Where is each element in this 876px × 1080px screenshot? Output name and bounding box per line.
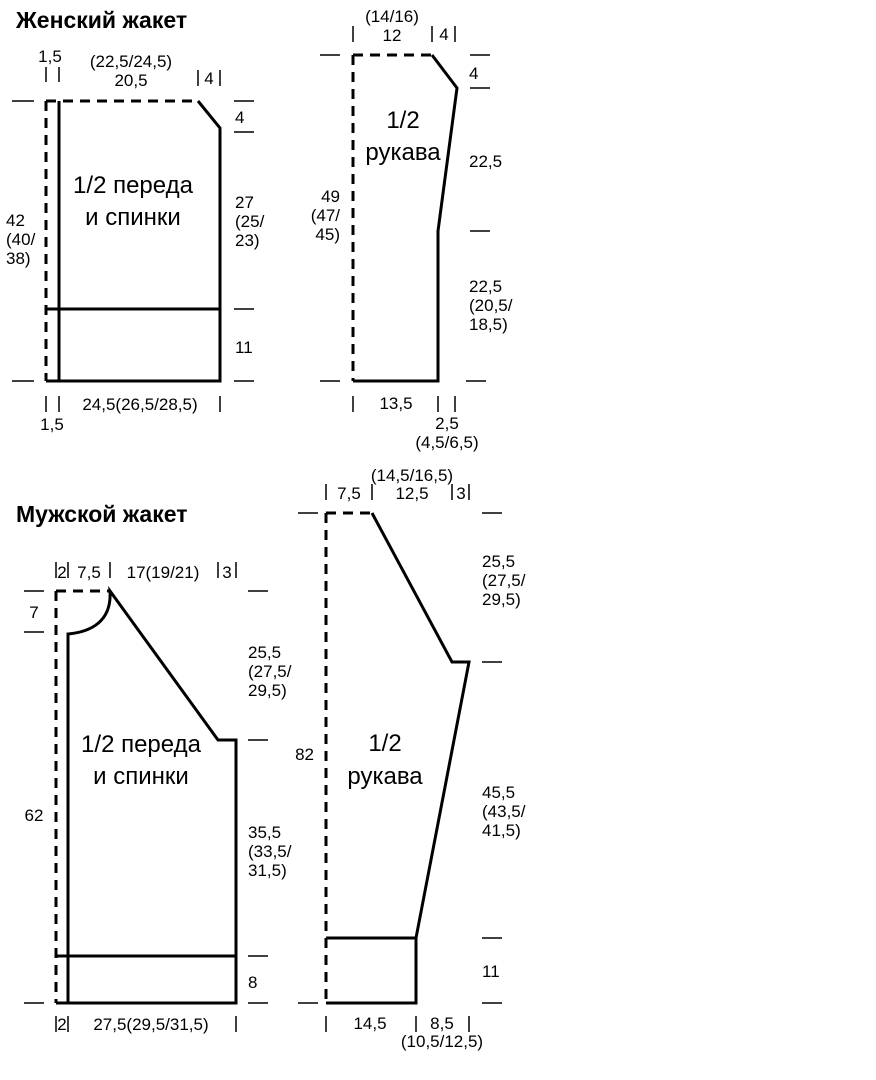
women-sleeve-label-2: рукава — [365, 139, 441, 166]
women-sleeve-total-height-3: 45) — [315, 225, 340, 244]
men-sleeve-bottom-extra-1: 8,5 — [430, 1014, 454, 1033]
women-body-bottom-left-width: 1,5 — [40, 415, 64, 434]
men-body-side-height-3: 31,5) — [248, 861, 287, 880]
women-body-piece — [44, 99, 222, 383]
women-sleeve-lower-height-1: 22,5 — [469, 277, 502, 296]
men-body-top-right-width: 3 — [222, 563, 231, 582]
women-sleeve-top-width: 12 — [383, 26, 402, 45]
men-sleeve-top-width-sizes: (14,5/16,5) — [371, 466, 453, 485]
women-body-top-width-sizes: (22,5/24,5) — [90, 52, 172, 71]
men-body-neck-width: 7,5 — [77, 563, 101, 582]
women-sleeve-bottom-extra-2: (4,5/6,5) — [415, 433, 478, 452]
men-body-top-left-width: 2 — [57, 563, 66, 582]
women-body-ribbing-height: 11 — [235, 338, 253, 357]
women-body-bottom-width: 24,5(26,5/28,5) — [82, 395, 197, 414]
women-body-total-height-2: (40/ — [6, 230, 36, 249]
women-body-neck-width: 4 — [204, 69, 213, 88]
men-body-bottom-left-width: 2 — [57, 1015, 66, 1034]
men-sleeve-lower-height-1: 45,5 — [482, 783, 515, 802]
men-sleeve-raglan-height-1: 25,5 — [482, 552, 515, 571]
men-body-side-height-1: 35,5 — [248, 823, 281, 842]
men-sleeve-top-width: 12,5 — [395, 484, 428, 503]
women-body-label-1: 1/2 переда — [73, 172, 194, 199]
women-sleeve-outline — [353, 54, 459, 383]
women-body-neck-depth: 4 — [235, 108, 244, 127]
women-sleeve-piece — [351, 53, 459, 383]
women-sleeve-cap-width: 4 — [439, 25, 448, 44]
men-body-total-height: 62 — [25, 806, 44, 825]
men-sleeve-top-right-width: 3 — [456, 484, 465, 503]
men-sleeve-top-left-width: 7,5 — [337, 484, 361, 503]
women-body-top-width: 20,5 — [114, 71, 147, 90]
women-title: Женский жакет — [15, 7, 187, 33]
men-body-shoulder-width: 17(19/21) — [127, 563, 200, 582]
men-sleeve-outline — [326, 512, 471, 1005]
men-body-piece — [54, 585, 238, 1005]
men-sleeve-lower-height-3: 41,5) — [482, 821, 521, 840]
women-sleeve-lower-height-3: 18,5) — [469, 315, 508, 334]
women-sleeve-total-height-1: 49 — [321, 187, 340, 206]
women-sleeve-total-height-2: (47/ — [311, 206, 341, 225]
women-sleeve-bottom-width: 13,5 — [379, 394, 412, 413]
men-body-ribbing-height: 8 — [248, 973, 257, 992]
men-body-raglan-height-2: (27,5/ — [248, 662, 292, 681]
men-body-side-height-2: (33,5/ — [248, 842, 292, 861]
women-sleeve-lower-height-2: (20,5/ — [469, 296, 513, 315]
women-body-total-height-1: 42 — [6, 211, 25, 230]
men-body-neck-depth: 7 — [29, 603, 38, 622]
women-body-top-left-width: 1,5 — [38, 47, 62, 66]
men-sleeve-lower-height-2: (43,5/ — [482, 802, 526, 821]
men-sleeve-cuff-height: 11 — [482, 962, 500, 981]
men-body-raglan-height-1: 25,5 — [248, 643, 281, 662]
men-sleeve-raglan-height-3: 29,5) — [482, 590, 521, 609]
men-body-label-1: 1/2 переда — [81, 731, 202, 758]
women-sleeve-cap-height: 4 — [469, 64, 478, 83]
men-sleeve-total-height: 82 — [295, 745, 314, 764]
women-sleeve-top-width-sizes: (14/16) — [365, 7, 419, 26]
men-sleeve-label-2: рукава — [347, 763, 423, 790]
men-sleeve-raglan-height-2: (27,5/ — [482, 571, 526, 590]
men-body-label-2: и спинки — [93, 763, 189, 790]
women-sleeve-bottom-extra-1: 2,5 — [435, 414, 459, 433]
men-body-outline — [66, 585, 238, 1005]
women-sleeve-upper-height: 22,5 — [469, 152, 502, 171]
women-sleeve-label-1: 1/2 — [386, 107, 419, 134]
men-title: Мужской жакет — [16, 501, 187, 527]
women-body-outline — [57, 100, 222, 383]
men-body-raglan-height-3: 29,5) — [248, 681, 287, 700]
women-body-side-height-3: 23) — [235, 231, 260, 250]
men-sleeve-bottom-width: 14,5 — [353, 1014, 386, 1033]
women-body-side-height-1: 27 — [235, 193, 254, 212]
men-sleeve-bottom-extra-2: (10,5/12,5) — [401, 1032, 483, 1051]
women-body-total-height-3: 38) — [6, 249, 31, 268]
men-sleeve-piece — [324, 511, 471, 1005]
women-body-side-height-2: (25/ — [235, 212, 265, 231]
men-sleeve-label-1: 1/2 — [368, 730, 401, 757]
men-body-bottom-width: 27,5(29,5/31,5) — [93, 1015, 208, 1034]
women-body-label-2: и спинки — [85, 204, 181, 231]
